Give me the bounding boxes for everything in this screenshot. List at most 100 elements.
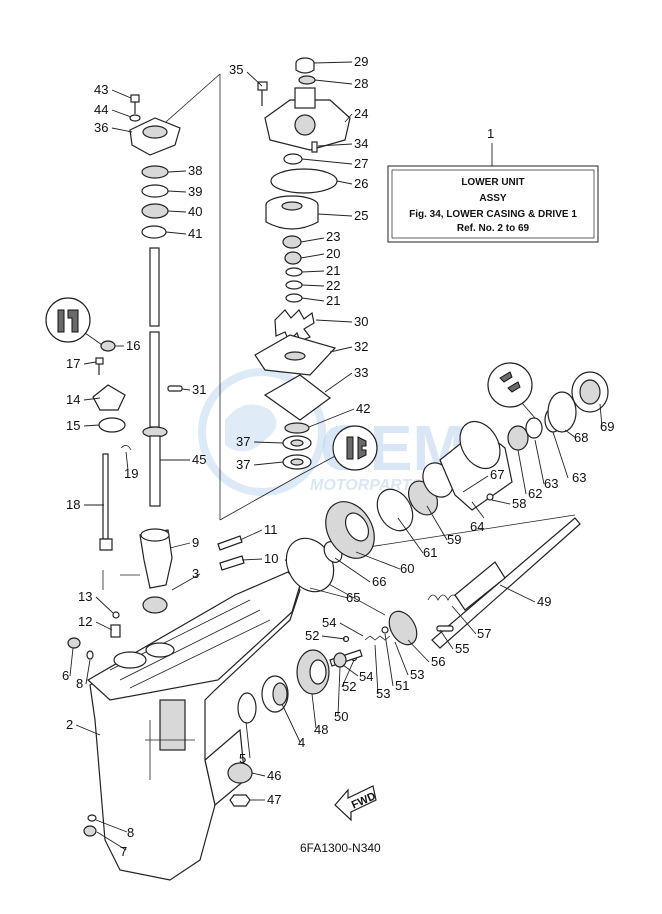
leader-line [85,659,91,685]
leader-line [169,542,191,549]
part-label: 29 [354,54,368,69]
shift-rod-group [45,297,132,837]
part-label: 54 [322,615,336,630]
leader-line [339,622,364,637]
part-label: 64 [470,519,484,534]
part-label: 54 [359,669,373,684]
info-box-line3: Fig. 34, LOWER CASING & DRIVE 1 [409,209,577,220]
part-label: 62 [528,486,542,501]
leader-line [83,424,100,427]
leader-line [462,475,489,493]
leader-line [599,403,603,428]
leader-line [314,79,353,85]
leader-line [246,71,263,87]
part-label: 41 [188,226,202,241]
part-label: 5 [239,751,246,766]
info-box-line4: Ref. No. 2 to 69 [457,223,530,234]
leader-line [317,213,353,217]
lower-casing [86,571,301,881]
leader-line [301,297,325,302]
part-label: 47 [267,792,281,807]
leader-line [181,388,191,391]
leader-line [83,361,97,365]
leader-line [334,557,371,583]
part-label: 37 [236,457,250,472]
part-label: 45 [192,452,206,467]
part-label: 61 [423,545,437,560]
leader-line [111,127,133,133]
leader-line [309,587,349,599]
part-label: 52 [342,679,356,694]
leader-line [471,501,485,519]
part-label: 20 [326,246,340,261]
part-label: 2 [66,717,73,732]
part-label: 6 [62,668,69,683]
part-label: 33 [354,365,368,380]
part-label: 10 [264,551,278,566]
leader-line [384,633,394,687]
leader-line [324,372,353,393]
diagram-code: 6FA1300-N340 [300,841,381,855]
leader-line [337,666,341,716]
leader-line [308,408,355,428]
leader-line [355,551,401,570]
part-label: 48 [314,722,328,737]
info-box-ref: 1 [487,126,494,141]
part-label: 18 [66,497,80,512]
part-label: 21 [326,293,340,308]
leader-line [315,319,353,323]
water-pump-stack [254,57,351,470]
leader-line [167,190,187,193]
leader-line [69,647,74,677]
part-labels: 2 3 4 5 6 7 8 8 9 10 11 12 13 14 15 16 1… [62,54,614,859]
leader-line [125,451,129,471]
leader-line [75,724,101,736]
part-label: 25 [354,208,368,223]
part-label: 55 [455,641,469,656]
part-label: 4 [298,735,305,750]
part-label: 38 [188,163,202,178]
leader-line [499,584,536,603]
part-label: 52 [305,628,319,643]
part-label: 51 [395,678,409,693]
part-label: 36 [94,120,108,135]
leader-line [317,143,353,147]
leader-line [301,284,325,287]
leader-line [95,596,114,614]
part-label: 53 [376,686,390,701]
leader-lines [69,61,603,851]
leader-line [397,517,424,554]
part-label: 27 [354,156,368,171]
part-label: 39 [188,184,202,199]
part-label: 57 [477,626,491,641]
propeller-shaft-gears: FWD [227,362,609,822]
leader-line [426,505,448,541]
leader-line [301,270,325,273]
leader-line [165,231,187,235]
part-label: 32 [354,339,368,354]
leader-line [407,639,430,663]
leader-line [311,693,317,729]
part-label: 21 [326,263,340,278]
part-label: 58 [512,496,526,511]
part-label: 59 [447,532,461,547]
part-label: 34 [354,136,368,151]
fwd-arrow-label: FWD [350,790,378,811]
leader-line [301,158,353,165]
part-label: 11 [264,522,278,537]
part-label: 15 [66,418,80,433]
info-box-line2: ASSY [479,193,507,204]
part-label: 26 [354,176,368,191]
leader-line [451,605,477,635]
part-label: 37 [236,434,250,449]
leader-line [239,529,263,541]
leader-line [374,644,379,695]
part-label: 44 [94,102,108,117]
drive-shaft-column [129,94,245,614]
part-label: 22 [326,278,340,293]
part-label: 35 [229,62,243,77]
leader-line [300,237,325,243]
leader-line [342,664,359,677]
part-label: 65 [346,590,360,605]
part-label: 19 [124,466,138,481]
